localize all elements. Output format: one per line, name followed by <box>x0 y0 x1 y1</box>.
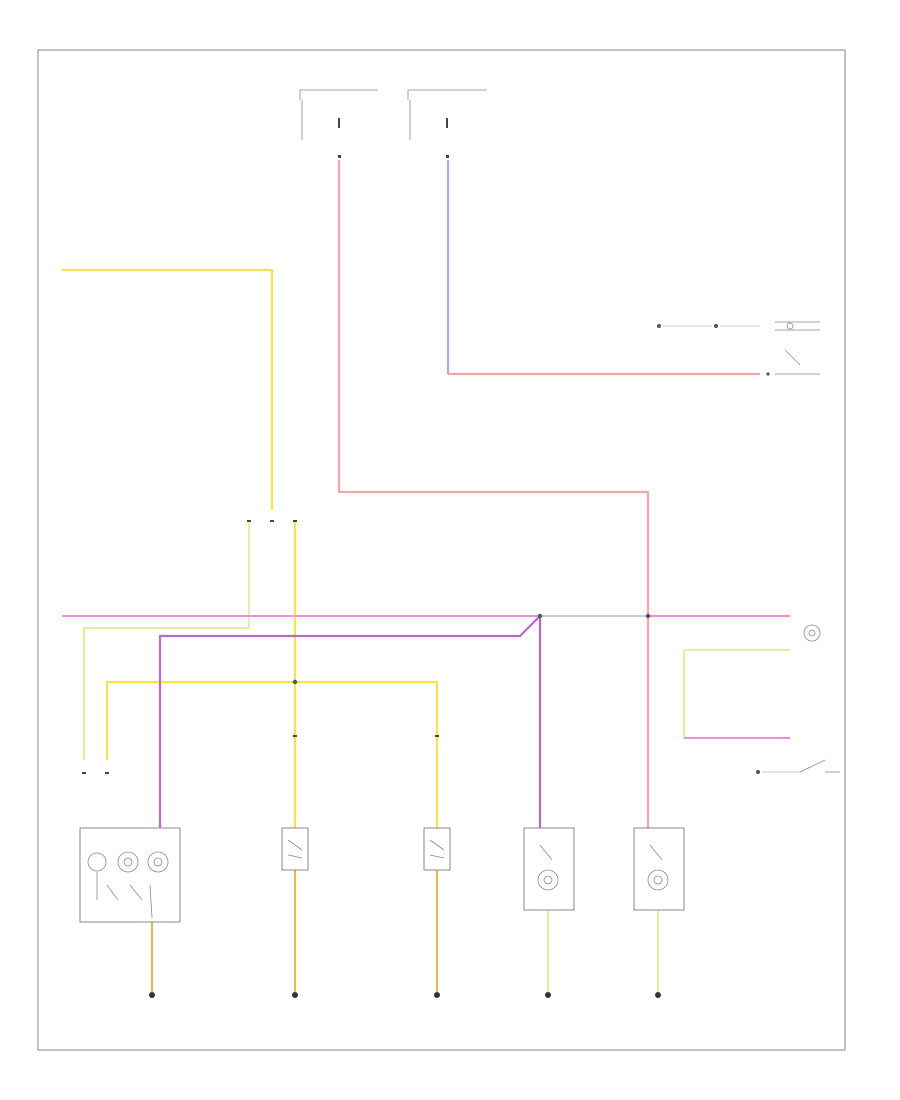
inline-connectors <box>82 520 439 774</box>
fuse-block-bracket-left <box>299 89 378 100</box>
wire-yellow-branch <box>105 680 439 828</box>
connector-right <box>446 155 449 158</box>
ground-icon <box>545 992 551 998</box>
driver-vanity-light <box>423 827 451 871</box>
rear-reading-light-left <box>523 827 575 911</box>
connector-left <box>338 155 341 158</box>
glove-box-light <box>657 321 820 376</box>
wires <box>62 160 790 992</box>
ground-icon <box>655 992 661 998</box>
splices <box>292 613 651 685</box>
ground-icon <box>149 992 155 998</box>
splice-yellow <box>292 679 298 685</box>
ground-icon <box>292 992 298 998</box>
fuse-left <box>338 118 340 128</box>
splice-red <box>645 613 651 619</box>
front-dome-light <box>79 827 181 923</box>
wire-purple-dome <box>158 615 541 828</box>
luggage-compartment-light <box>803 624 821 642</box>
rear-reading-light-right <box>633 827 685 911</box>
splice-pink <box>537 613 543 619</box>
wire-pale-yellow-a <box>83 520 250 760</box>
wire-red-main <box>337 160 650 828</box>
trunk-lid-switch <box>756 759 840 774</box>
fuse-block-connectors <box>299 89 487 158</box>
diagram-frame <box>37 49 846 1051</box>
ground-symbols <box>149 992 661 998</box>
ground-icon <box>434 992 440 998</box>
wire-pale-yellow-luggage <box>683 649 790 738</box>
lamp-icon <box>803 624 821 642</box>
passenger-vanity-light <box>281 827 309 871</box>
fuse-right <box>446 118 448 128</box>
fuse-block-bracket-right <box>407 89 487 100</box>
wire-yellow-top <box>62 268 274 510</box>
